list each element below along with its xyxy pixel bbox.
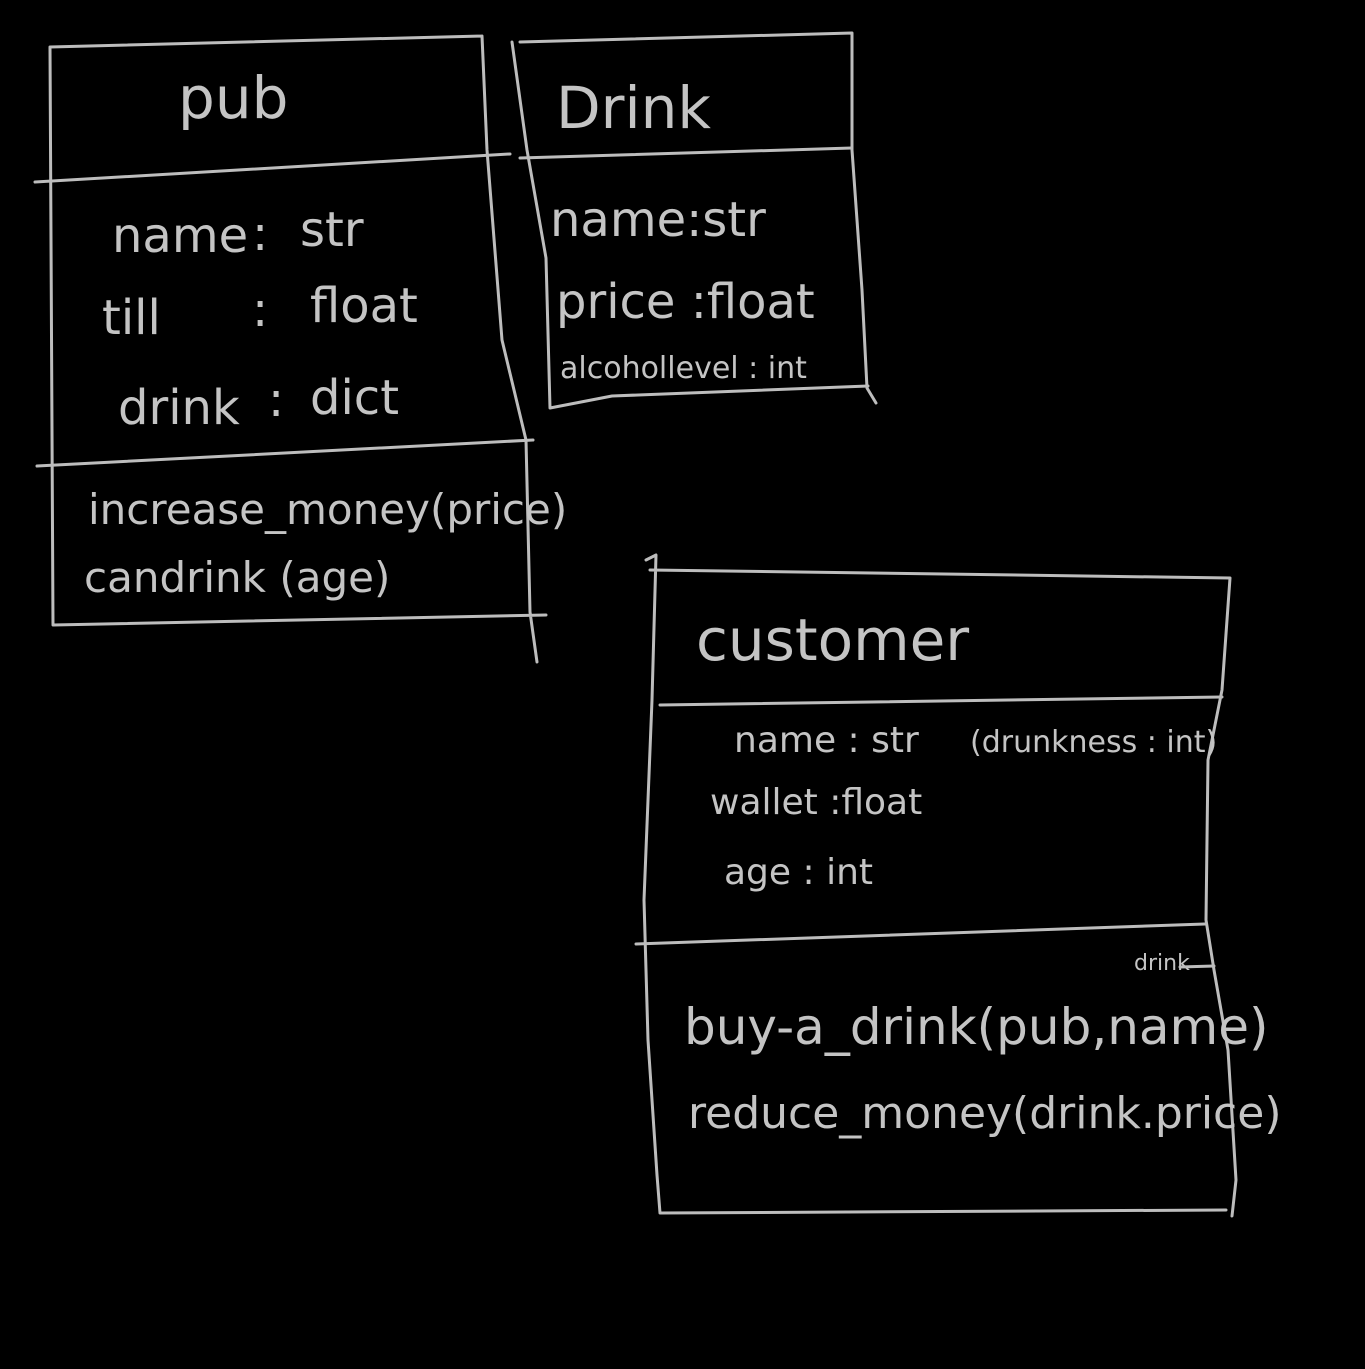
pub-attr-type: float	[310, 278, 418, 334]
pub-attribute-row: till : float	[102, 278, 418, 346]
customer-side-attribute: (drunkness : int)	[970, 725, 1217, 760]
pub-attr-sep: :	[268, 372, 284, 428]
pub-class-name: pub	[178, 64, 288, 132]
pub-class-box: pub name : str till : float drink : dict…	[33, 34, 567, 664]
pub-attr-sep: :	[252, 282, 268, 338]
annotation-underline	[1178, 964, 1216, 969]
customer-outline	[642, 553, 1238, 1218]
customer-method: reduce_money(drink.price)	[688, 1088, 1281, 1139]
customer-attribute: wallet :float	[710, 782, 922, 823]
pub-attribute-row: drink : dict	[118, 370, 399, 436]
drink-attribute: name:str	[550, 192, 766, 248]
customer-class-box: customer name : str wallet :float age : …	[634, 553, 1281, 1218]
pub-method: candrink (age)	[84, 553, 390, 602]
pub-method: increase_money(price)	[88, 485, 567, 534]
customer-attribute: age : int	[724, 852, 873, 893]
pub-attr-name: name	[112, 208, 248, 264]
pub-attr-type: dict	[310, 370, 399, 426]
customer-method-annotation: drink	[1134, 951, 1190, 976]
pub-attr-name: drink	[118, 380, 240, 436]
customer-attributes-divider	[634, 922, 1207, 946]
pub-attributes-divider	[35, 438, 535, 468]
pub-attr-sep: :	[252, 206, 268, 262]
pub-outline	[48, 34, 548, 664]
customer-title-divider	[658, 695, 1224, 707]
customer-class-name: customer	[696, 606, 969, 674]
customer-method: buy-a_drink(pub,name)	[684, 998, 1269, 1056]
drink-class-box: Drink name:str price :float alcohollevel…	[510, 31, 878, 410]
pub-attr-name: till	[102, 290, 161, 346]
drink-attribute: alcohollevel : int	[560, 351, 807, 386]
drink-class-name: Drink	[556, 74, 711, 142]
customer-attribute: name : str	[734, 720, 919, 761]
pub-attr-type: str	[300, 202, 364, 258]
drink-title-divider	[518, 146, 854, 160]
drink-outline	[510, 31, 878, 410]
pub-attribute-row: name : str	[112, 202, 364, 264]
drink-attribute: price :float	[556, 274, 815, 330]
pub-title-divider	[33, 152, 512, 184]
